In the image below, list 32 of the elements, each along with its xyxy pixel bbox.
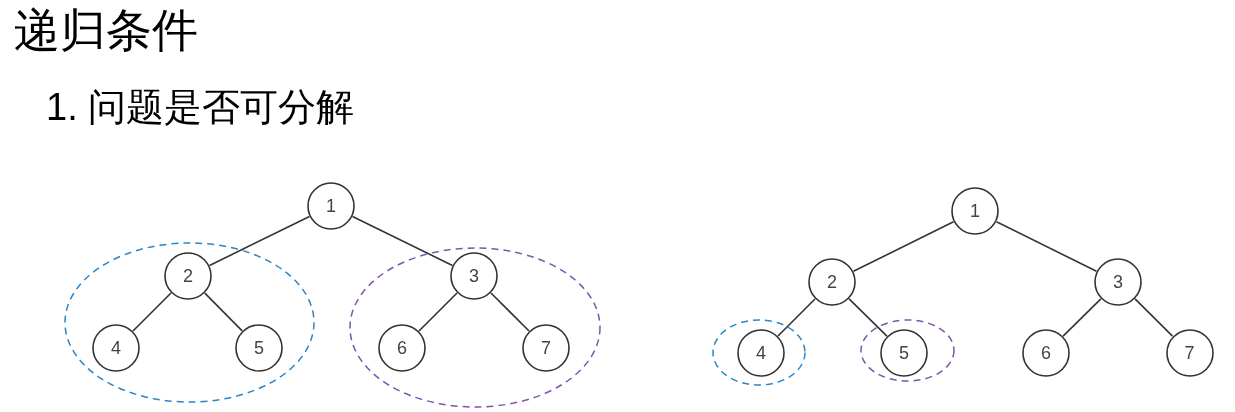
- connector-line: [132, 292, 172, 332]
- connector-line: [1062, 298, 1102, 337]
- dashed-ellipse: [349, 247, 601, 408]
- tree-node: 6: [378, 324, 426, 372]
- tree-node: 2: [164, 252, 212, 300]
- dashed-ellipse: [711, 319, 806, 386]
- tree-node: 3: [1094, 258, 1142, 306]
- tree-node: 6: [1022, 329, 1070, 377]
- connector-line: [208, 215, 311, 267]
- connector-line: [1134, 298, 1174, 337]
- tree-node: 7: [522, 324, 570, 372]
- heading: 递归条件: [14, 3, 198, 58]
- connector-line: [995, 220, 1098, 273]
- connector-line: [204, 292, 243, 332]
- dashed-ellipse: [64, 242, 315, 403]
- tree-node: 5: [235, 324, 283, 372]
- connector-line: [418, 292, 458, 332]
- connector-line: [777, 298, 816, 337]
- connector-line: [852, 220, 955, 273]
- subheading: 1. 问题是否可分解: [46, 85, 355, 130]
- tree-node: 1: [307, 182, 355, 230]
- tree-node: 2: [808, 258, 856, 306]
- connector-line: [351, 215, 454, 267]
- tree-node: 7: [1165, 329, 1214, 377]
- connector-line: [848, 298, 888, 337]
- tree-node: 5: [880, 329, 928, 377]
- tree-node: 1: [951, 187, 999, 235]
- connector-line: [490, 292, 530, 332]
- dashed-ellipse: [860, 318, 955, 382]
- tree-node: 4: [92, 324, 140, 372]
- tree-node: 4: [737, 329, 785, 377]
- tree-node: 3: [450, 252, 498, 300]
